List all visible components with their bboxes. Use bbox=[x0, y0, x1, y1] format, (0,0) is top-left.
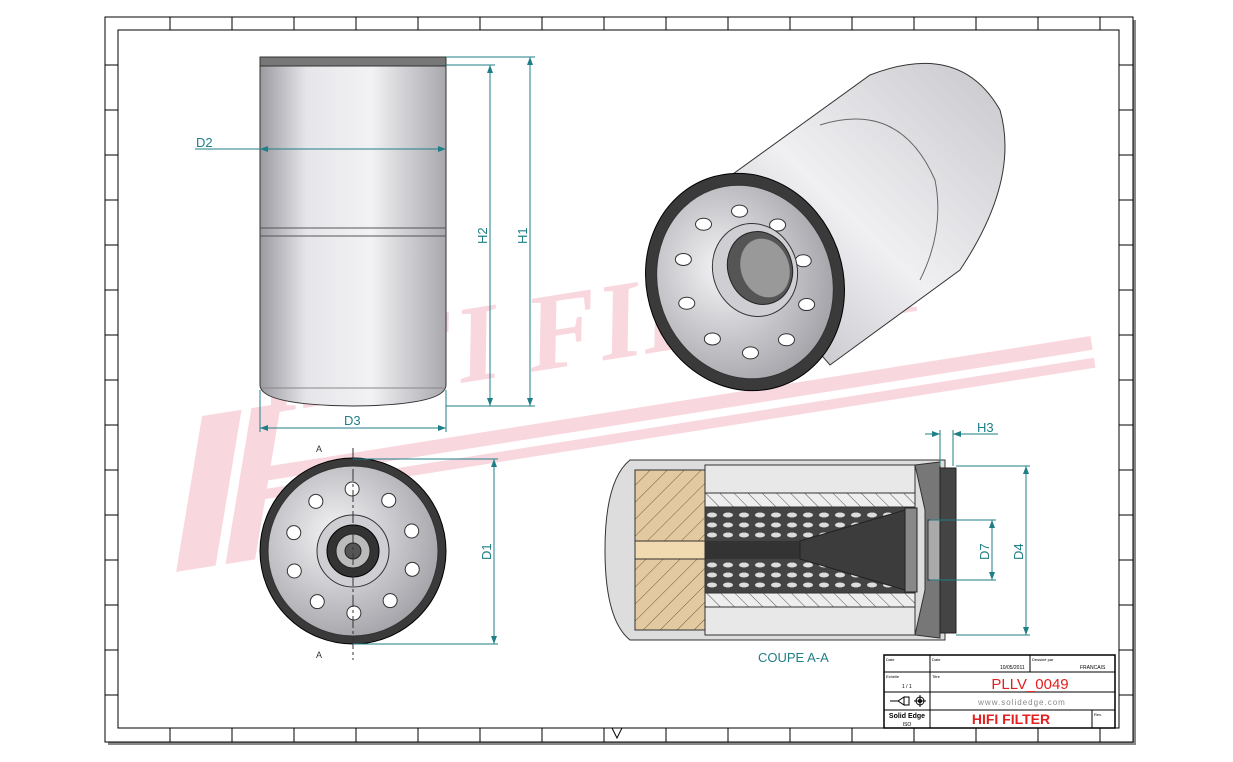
front-view bbox=[259, 56, 447, 407]
dim-H3: H3 bbox=[977, 420, 994, 435]
date-label: Date bbox=[932, 657, 941, 662]
title-label: Titre bbox=[932, 674, 941, 679]
language-value: FRANCAIS bbox=[1080, 665, 1106, 671]
section-marker-top: A bbox=[316, 444, 322, 454]
website-text: www.solidedge.com bbox=[977, 698, 1066, 707]
dim-D2: D2 bbox=[196, 135, 213, 150]
dim-D3: D3 bbox=[344, 413, 361, 428]
dim-D1: D1 bbox=[479, 543, 494, 560]
dim-D4: D4 bbox=[1011, 543, 1026, 560]
hole bbox=[404, 561, 420, 577]
dim-H1: H1 bbox=[515, 227, 530, 244]
language-label: Dessiné par bbox=[1032, 657, 1054, 662]
hole bbox=[794, 254, 812, 268]
scale-value: 1 / 1 bbox=[902, 684, 912, 690]
bottom-view: A A D1 bbox=[259, 444, 498, 660]
company-name: HIFI FILTER bbox=[972, 711, 1050, 727]
section-view: COUPE A-A H3 D4 D7 bbox=[604, 420, 1030, 665]
hole bbox=[286, 563, 302, 579]
date-value: 10/05/2011 bbox=[1000, 665, 1025, 671]
label-filler: Date bbox=[886, 657, 895, 662]
hole bbox=[703, 332, 721, 346]
part-number: PLLV_0049 bbox=[991, 676, 1068, 693]
hole bbox=[381, 492, 397, 508]
software-sub: ISO bbox=[903, 722, 912, 728]
center-mark-icon bbox=[611, 727, 623, 740]
isometric-view bbox=[645, 62, 1006, 392]
hole bbox=[308, 493, 324, 509]
hole bbox=[309, 594, 325, 610]
hole bbox=[286, 525, 302, 541]
title-block: Date Date 10/05/2011 Dessiné par FRANCAI… bbox=[883, 654, 1116, 729]
software-name: Solid Edge bbox=[889, 713, 925, 720]
dim-D7: D7 bbox=[977, 543, 992, 560]
hole bbox=[741, 346, 759, 360]
zone-ticks bbox=[105, 17, 1133, 742]
hole bbox=[769, 218, 787, 232]
hole bbox=[382, 593, 398, 609]
hole bbox=[346, 605, 362, 621]
hole bbox=[344, 481, 360, 497]
hole bbox=[678, 296, 696, 310]
scale-label: Echelle bbox=[886, 674, 900, 679]
dim-H2: H2 bbox=[475, 227, 490, 244]
projection-symbol-icon bbox=[890, 695, 926, 707]
hole bbox=[731, 204, 749, 218]
front-dimensions: D2 H2 H1 D3 bbox=[195, 56, 535, 432]
section-label: COUPE A-A bbox=[758, 650, 829, 665]
hole bbox=[777, 333, 795, 347]
hole bbox=[695, 217, 713, 231]
hole bbox=[404, 523, 420, 539]
section-marker-bottom: A bbox=[316, 650, 322, 660]
rev-label: Rev. bbox=[1094, 712, 1102, 717]
hole bbox=[674, 252, 692, 266]
hole bbox=[798, 298, 816, 312]
